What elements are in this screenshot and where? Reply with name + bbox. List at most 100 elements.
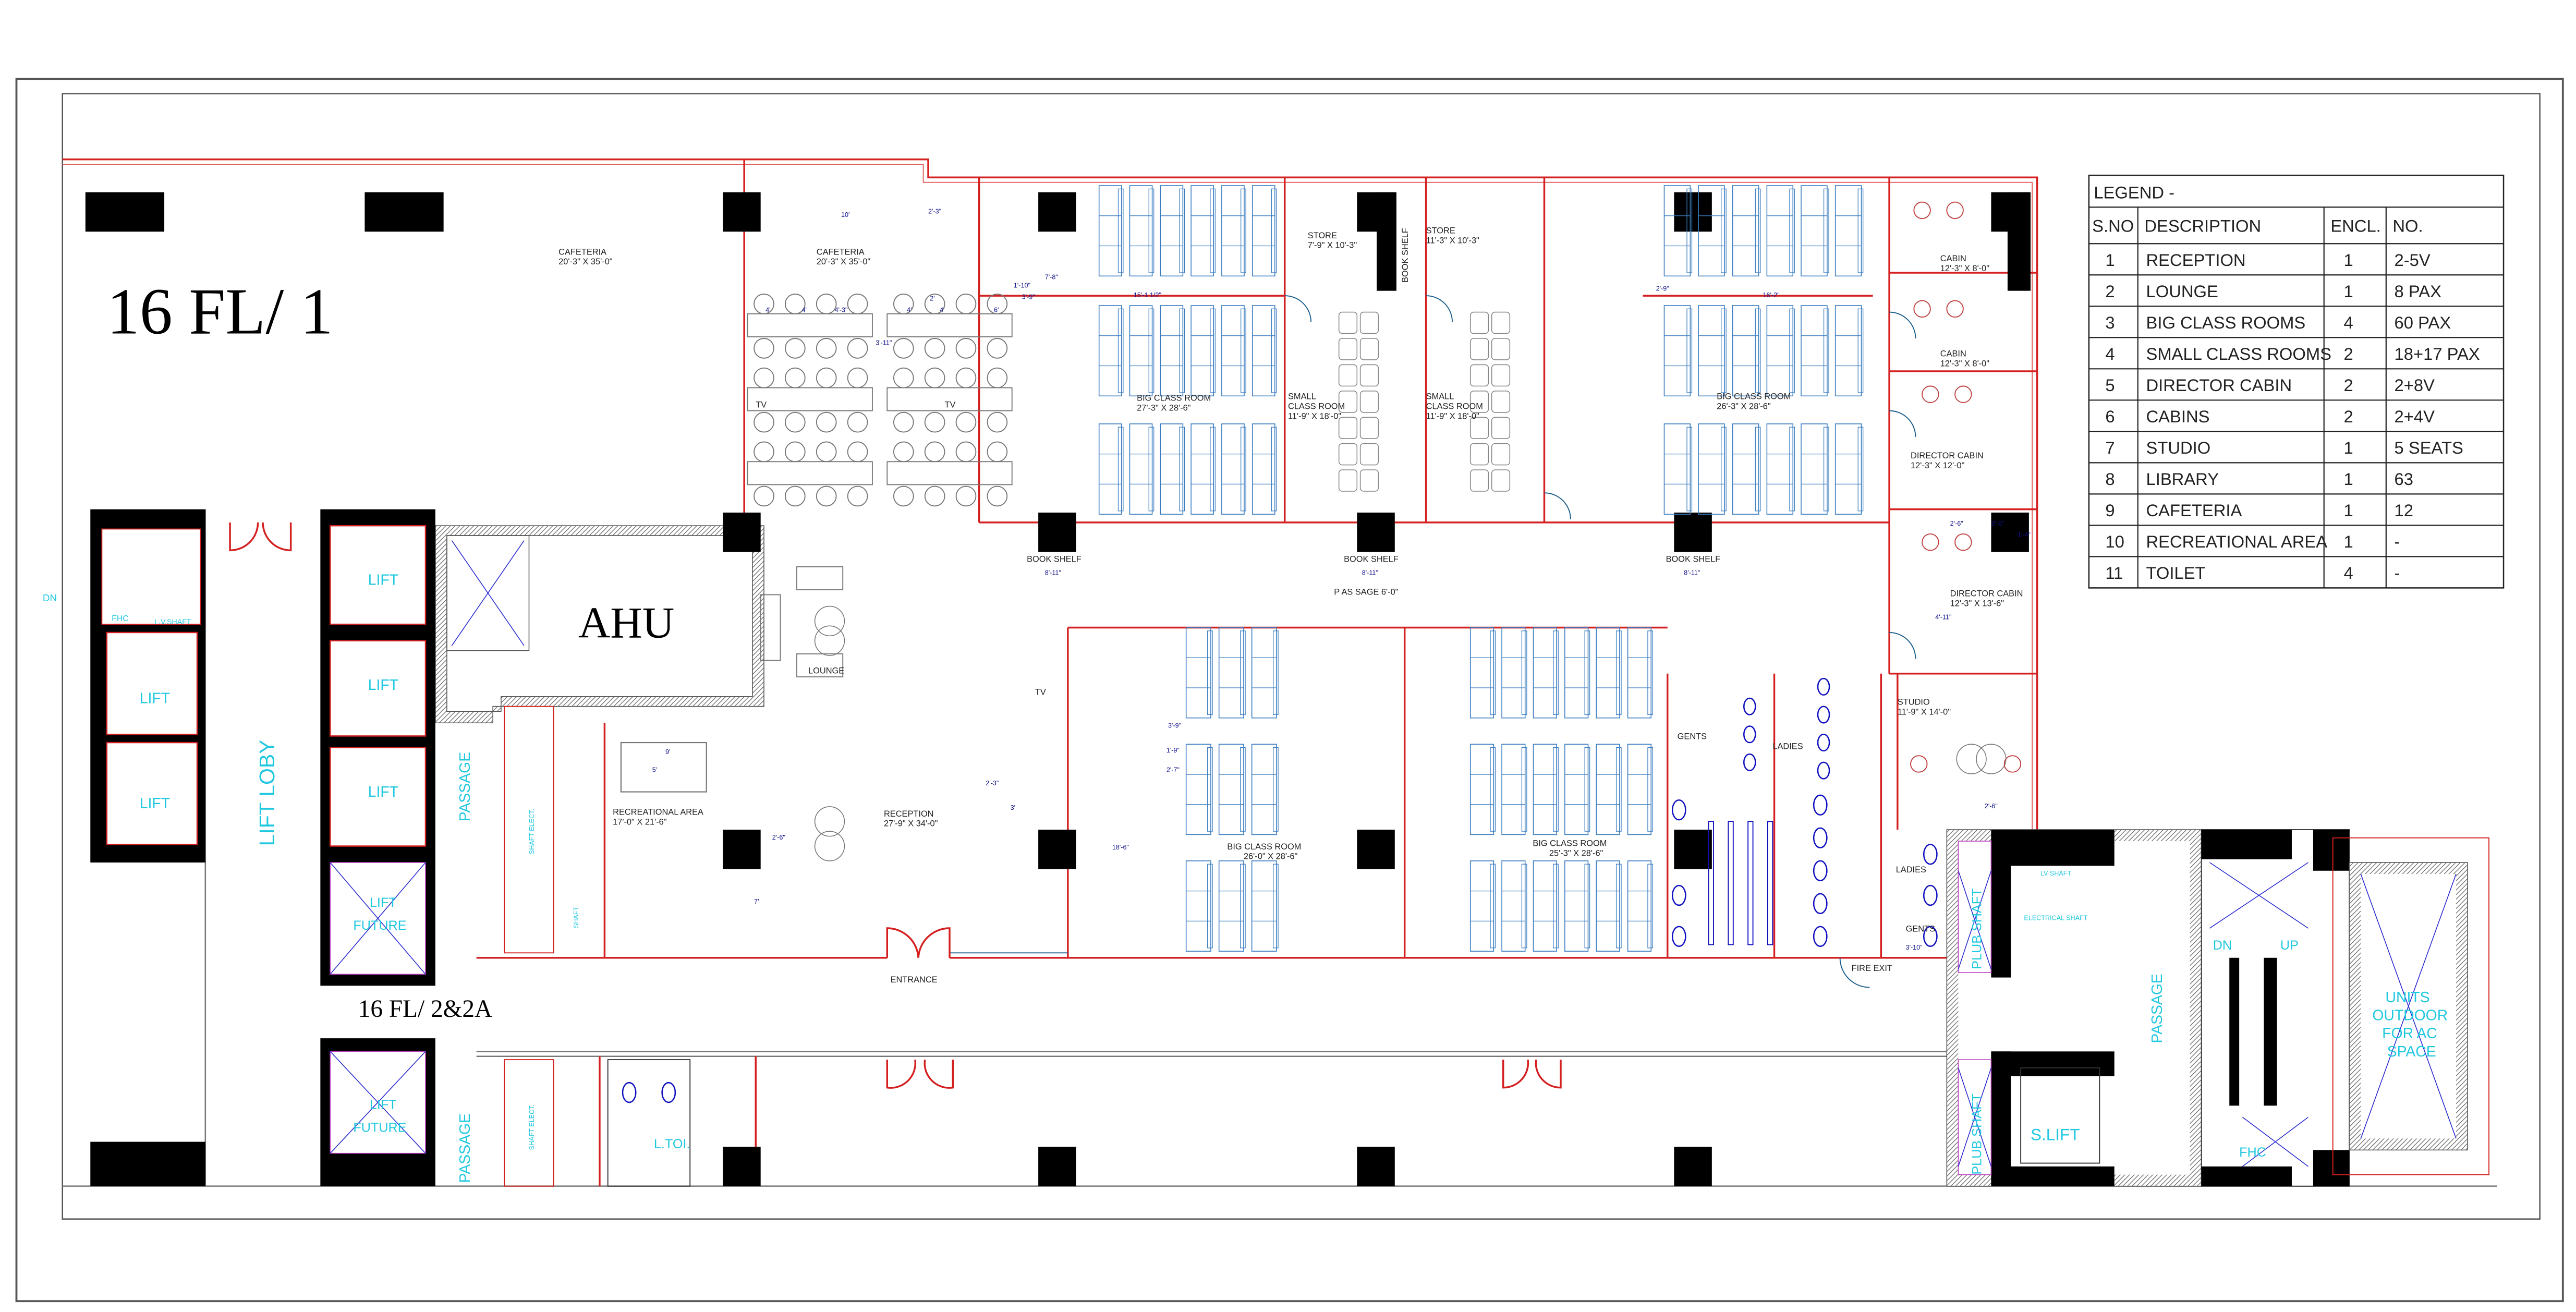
classroom-desk — [1501, 744, 1527, 835]
legend-cell: 4 — [2105, 344, 2115, 363]
room-name: BIG CLASS ROOM — [1717, 392, 1791, 402]
classroom-desk — [1218, 744, 1246, 835]
fire-exit-label: FIRE EXIT — [1852, 964, 1892, 973]
wash-basin — [1817, 706, 1830, 724]
legend-cell: 5 SEATS — [2395, 438, 2463, 457]
legend-header: S.NO — [2092, 216, 2134, 236]
chair — [1359, 417, 1379, 439]
classroom-desk — [1834, 185, 1864, 277]
classroom-desk — [1627, 627, 1654, 719]
misc-labels: LOUNGE P AS SAGE 6'-0" ENTRANCE GENTS LA… — [756, 228, 1935, 985]
walls — [62, 158, 2497, 1187]
dimension-labels: 10'2'-3"4'4'4'-3"4'4'2'3'-11"6'1'-10"3'-… — [652, 208, 2031, 951]
s-lift-label: S.LIFT — [2031, 1125, 2080, 1144]
room-size: 7'-9" X 10'-3" — [1308, 241, 1357, 250]
legend-cell: RECREATIONAL AREA — [2146, 532, 2328, 551]
chair — [1491, 469, 1511, 492]
fhc-label: FHC — [112, 614, 128, 623]
chair — [893, 411, 914, 433]
classroom-desk — [1766, 423, 1795, 515]
dimension-label: 4'-3" — [834, 307, 847, 314]
legend-cell: - — [2395, 563, 2400, 582]
room-size: 20'-3" X 35'-0" — [558, 257, 613, 266]
room-name: SMALL — [1288, 392, 1316, 402]
column — [723, 192, 761, 232]
column — [1674, 830, 1712, 869]
dimension-label: 7' — [754, 898, 759, 905]
wash-basin — [1817, 734, 1830, 752]
classroom-desk — [1533, 744, 1559, 835]
chair — [1954, 385, 1972, 403]
classroom-desk — [1190, 305, 1216, 397]
chair — [784, 411, 806, 433]
legend-cell: 9 — [2105, 501, 2115, 520]
room-name: CLASS ROOM — [1426, 402, 1483, 411]
legend-cell: 63 — [2395, 469, 2413, 489]
chair — [1338, 364, 1358, 387]
legend-header: DESCRIPTION — [2144, 216, 2261, 236]
chair — [955, 485, 977, 507]
classroom-desk — [1732, 423, 1761, 515]
column — [1038, 512, 1076, 552]
chair — [1469, 469, 1489, 492]
tv-label: TV — [1035, 688, 1046, 697]
legend-cell: TOILET — [2146, 563, 2206, 582]
legend-cell: SMALL CLASS ROOMS — [2146, 344, 2332, 363]
room-name: STORE — [1308, 231, 1337, 240]
chair — [1922, 385, 1939, 403]
dimension-label: 2'-6" — [1985, 803, 1998, 810]
classroom-desk — [1251, 185, 1277, 277]
toilet-seat — [1671, 884, 1686, 906]
classroom-desk — [1596, 744, 1622, 835]
chair — [1338, 311, 1358, 334]
legend-cell: 10 — [2105, 532, 2124, 551]
round-table — [1956, 744, 1987, 774]
classroom-desk — [1098, 305, 1124, 397]
legend-cell: 1 — [2344, 532, 2353, 551]
classroom-desk — [1732, 305, 1761, 397]
chair — [1491, 417, 1511, 439]
urinal — [1728, 821, 1734, 945]
dimension-label: 5' — [652, 767, 657, 774]
room-size: 25'-3" X 28'-6" — [1549, 848, 1603, 858]
classroom-desk — [1663, 305, 1693, 397]
sofa — [796, 566, 844, 590]
passage-label: PASSAGE — [457, 752, 473, 821]
dimension-label: 2'-9" — [1656, 285, 1669, 293]
room-name: DIRECTOR CABIN — [1950, 589, 2023, 599]
chair — [784, 441, 806, 463]
column — [85, 192, 165, 232]
legend-cell: 18+17 PAX — [2395, 344, 2480, 363]
electrical-shaft-label: ELECTRICAL SHAFT — [2024, 914, 2087, 921]
classroom-desk — [1469, 627, 1496, 719]
chair — [1338, 417, 1358, 439]
classroom-desk — [1190, 423, 1216, 515]
legend-cell: 8 PAX — [2395, 282, 2442, 301]
book-shelf-label: BOOK SHELF — [1027, 554, 1082, 564]
legend-cell: - — [2395, 532, 2400, 551]
pool-table — [620, 742, 707, 793]
legend-cell: 2+8V — [2395, 375, 2435, 395]
chair — [784, 293, 806, 314]
room-name: DIRECTOR CABIN — [1911, 451, 1984, 460]
chair — [816, 338, 837, 359]
legend-cell: CABINS — [2146, 407, 2210, 426]
classroom-desk — [1185, 860, 1213, 952]
wash-basin — [1743, 725, 1756, 744]
legend-cell: 2 — [2344, 344, 2353, 363]
room-size: 20'-3" X 35'-0" — [817, 257, 871, 266]
chair — [754, 485, 774, 507]
chair — [1338, 338, 1358, 360]
chair — [1922, 533, 1939, 551]
lift-label: LIFT — [368, 677, 398, 694]
dimension-label: 1'-4" — [2018, 531, 2031, 539]
toilet-seat — [1923, 926, 1938, 947]
room-size: 17'-0" X 21'-6" — [613, 818, 667, 827]
chair — [987, 338, 1008, 359]
column — [1357, 512, 1395, 552]
shaft-elect-label: SHAFT ELECT. — [528, 809, 536, 854]
chair — [754, 367, 774, 388]
units-label: FOR AC — [2382, 1025, 2437, 1042]
room-size: 12'-3" X 8'-0" — [1940, 264, 1990, 273]
